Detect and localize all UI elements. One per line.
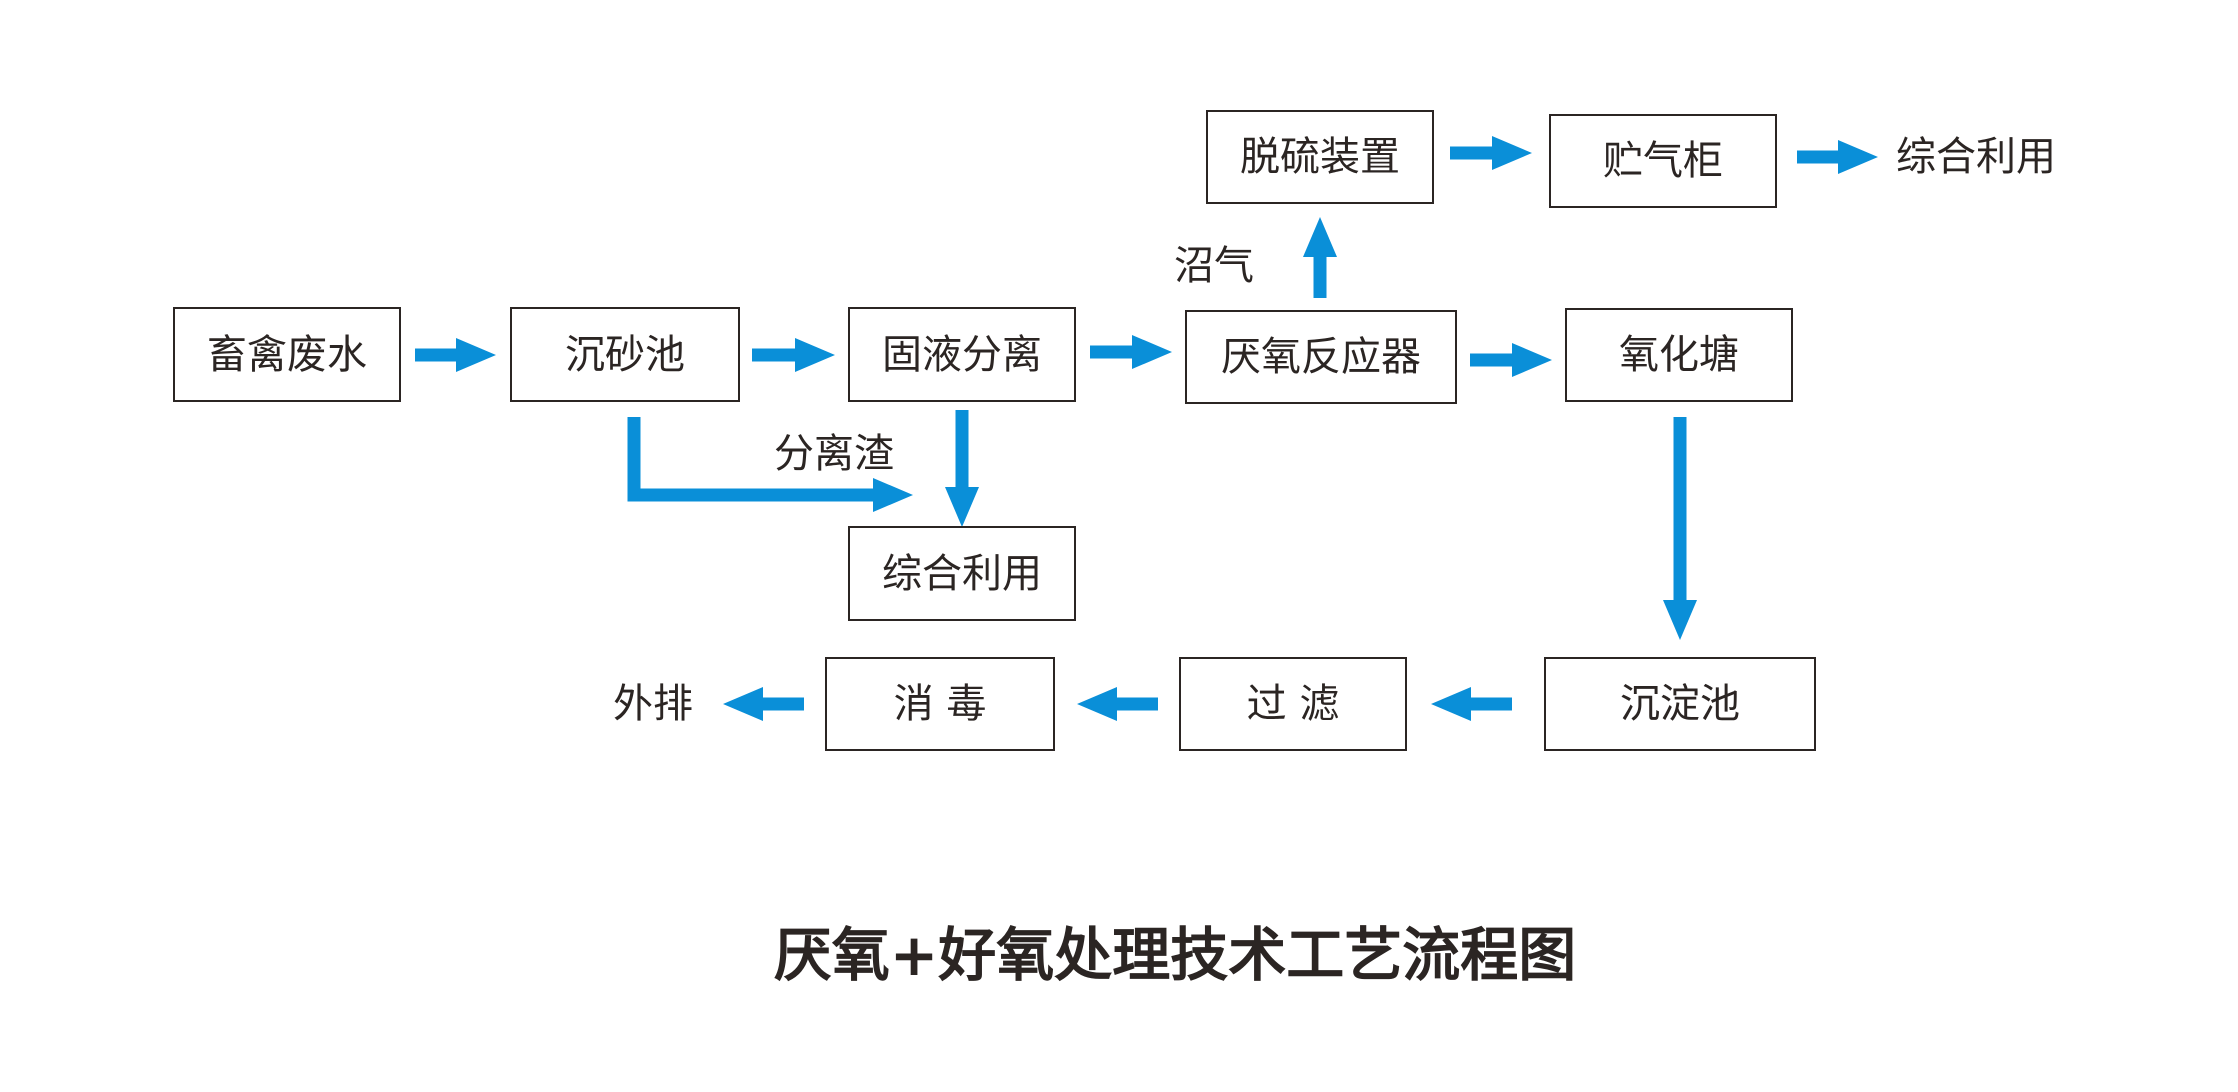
node-solid-liquid-separation: 固液分离 <box>848 307 1076 402</box>
label-separated-residue: 分离渣 <box>774 431 894 477</box>
node-disinfection-label: 消 毒 <box>894 681 987 727</box>
node-desulfurization-label: 脱硫装置 <box>1240 134 1400 180</box>
arrow-grit-residue-to-utilization <box>627 417 913 512</box>
node-disinfection: 消 毒 <box>825 657 1055 751</box>
node-grit-chamber: 沉砂池 <box>510 307 740 402</box>
node-filtration-label: 过 滤 <box>1247 681 1340 727</box>
node-oxidation-pond-label: 氧化塘 <box>1619 332 1739 378</box>
node-wastewater-label: 畜禽废水 <box>207 332 367 378</box>
node-oxidation-pond: 氧化塘 <box>1565 308 1793 402</box>
label-discharge: 外排 <box>613 681 693 727</box>
node-grit-chamber-label: 沉砂池 <box>565 332 685 378</box>
node-anaerobic-reactor: 厌氧反应器 <box>1185 310 1457 404</box>
flow-arrows <box>415 136 1878 721</box>
page-title: 厌氧+好氧处理技术工艺流程图 <box>774 921 1577 989</box>
node-anaerobic-reactor-label: 厌氧反应器 <box>1221 334 1421 380</box>
node-sedimentation-tank-label: 沉淀池 <box>1620 681 1740 727</box>
node-comprehensive-use-label: 综合利用 <box>882 551 1042 597</box>
node-gas-holder: 贮气柜 <box>1549 114 1777 208</box>
node-comprehensive-use: 综合利用 <box>848 526 1076 621</box>
node-filtration: 过 滤 <box>1179 657 1407 751</box>
node-wastewater: 畜禽废水 <box>173 307 401 402</box>
node-sedimentation-tank: 沉淀池 <box>1544 657 1816 751</box>
node-desulfurization: 脱硫装置 <box>1206 110 1434 204</box>
node-gas-holder-label: 贮气柜 <box>1603 138 1723 184</box>
label-biogas: 沼气 <box>1174 243 1254 289</box>
node-solid-liquid-separation-label: 固液分离 <box>882 332 1042 378</box>
label-gas-utilization: 综合利用 <box>1896 134 2056 180</box>
